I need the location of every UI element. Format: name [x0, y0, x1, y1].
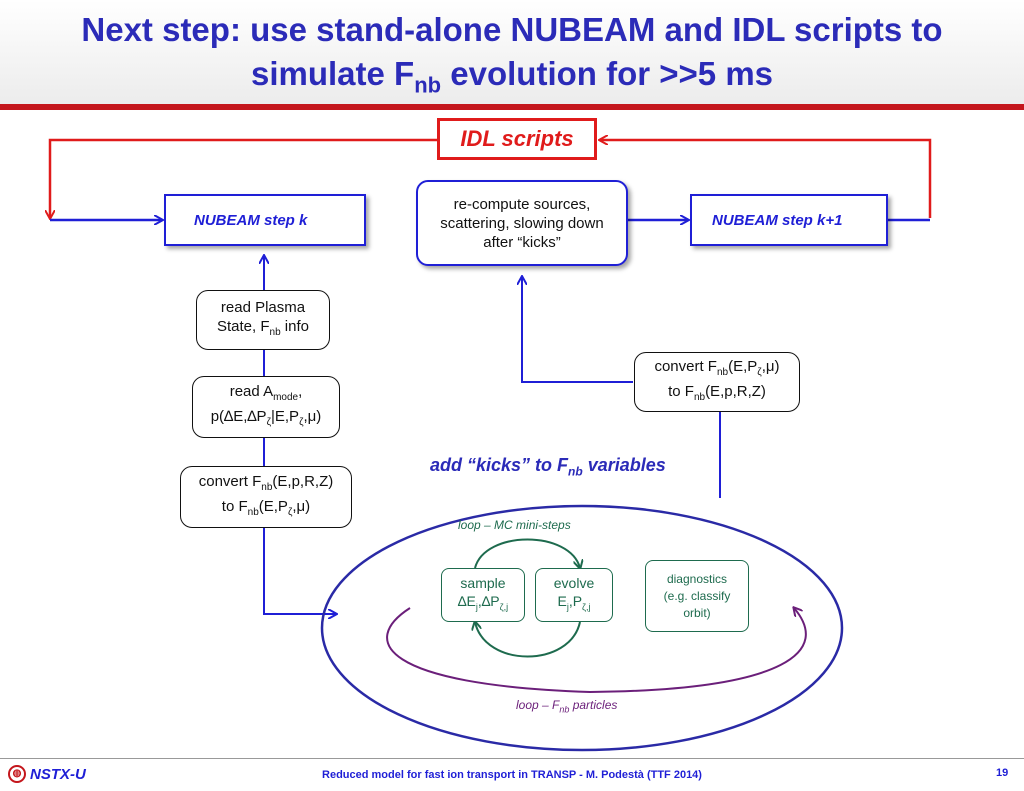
convert-right-l1-sub2: ζ [757, 367, 762, 378]
convert-right-l1-post: ,μ) [761, 358, 780, 375]
loop-particles-pre: loop – F [516, 698, 560, 712]
read-amode-line-2-sub2: ζ [299, 417, 304, 428]
convert-right-l2-sub: nb [693, 392, 706, 403]
read-amode-line-1: read Amode, [230, 382, 303, 407]
evolve-line-2-sub2: ζ,j [582, 601, 591, 612]
evolve-line-2-pre: E [557, 593, 567, 610]
idl-scripts-box: IDL scripts [437, 118, 597, 160]
convert-left-l1-post: (E,p,R,Z) [272, 473, 334, 490]
read-amode-line-2-sub1: ζ [266, 417, 271, 428]
arrow-convert-to-recompute [522, 277, 633, 383]
loop-particles-label: loop – Fnb particles [516, 698, 617, 714]
particle-loop-arc [386, 608, 807, 694]
read-amode-line-1-pre: read A [229, 383, 274, 400]
footer-citation: Reduced model for fast ion transport in … [322, 769, 702, 781]
read-amode-box: read Amode, p(∆E,∆Pζ|E,Pζ,μ) [192, 376, 340, 438]
read-amode-line-2-post: ,μ) [303, 408, 322, 425]
read-plasma-line-2-sub: nb [269, 327, 281, 338]
arrow-convert-to-loop [263, 528, 336, 614]
add-kicks-label: add “kicks” to Fnb variables [430, 455, 666, 479]
convert-right-l1-sub: nb [716, 367, 729, 378]
read-amode-line-2-pre: p(∆E,∆P [210, 408, 267, 425]
sample-line-2: ∆Ej,∆Pζ,j [458, 592, 508, 616]
recompute-line-1: re-compute sources, [453, 195, 591, 213]
mc-loop-top-arc [474, 538, 580, 569]
convert-left-l2-pre: to F [221, 498, 248, 515]
title-line-2-pre: simulate F [250, 55, 415, 92]
diagnostics-line-1: diagnostics [666, 571, 728, 586]
convert-right-box: convert Fnb(E,Pζ,μ) to Fnb(E,p,R,Z) [634, 352, 800, 412]
read-plasma-line-2-post: info [280, 318, 309, 335]
read-amode-line-1-sub: mode [273, 392, 299, 403]
convert-left-l2-sub: nb [247, 507, 259, 518]
convert-right-line-2: to Fnb(E,p,R,Z) [668, 382, 766, 407]
convert-right-l1-mid: (E,P [728, 358, 758, 375]
mc-loop-bottom-arc [475, 622, 581, 658]
convert-right-l1-pre: convert F [654, 358, 717, 375]
idl-left-arrow [50, 138, 437, 218]
convert-left-l1-sub: nb [261, 482, 273, 493]
evolve-line-2-sub1: j [566, 601, 569, 612]
sample-box: sample ∆Ej,∆Pζ,j [441, 568, 525, 622]
read-plasma-line-1: read Plasma [220, 299, 306, 316]
evolve-line-1: evolve [553, 575, 595, 592]
nubeam-step-k-label: NUBEAM step k [194, 211, 308, 229]
idl-right-arrow [600, 140, 932, 218]
convert-right-l2-post: (E,p,R,Z) [705, 383, 766, 400]
nubeam-step-k1-label: NUBEAM step k+1 [712, 211, 843, 229]
slide-title: Next step: use stand-alone NUBEAM and ID… [20, 8, 1004, 96]
nubeam-step-k-box: NUBEAM step k [164, 194, 366, 246]
diagnostics-box: diagnostics (e.g. classify orbit) [645, 560, 749, 632]
add-kicks-post: variables [582, 455, 666, 475]
read-amode-line-1-post: , [298, 383, 303, 400]
title-rule [0, 104, 1024, 110]
sample-line-2-sub2: ζ,j [499, 601, 509, 612]
nubeam-step-k1-box: NUBEAM step k+1 [690, 194, 888, 246]
title-line-2-sub: nb [414, 72, 442, 98]
title-band [0, 0, 1024, 104]
nstxu-logo-text: NSTX-U [30, 765, 86, 783]
diagnostics-line-2: (e.g. classify [663, 588, 731, 603]
sample-line-2-mid: ,∆P [477, 593, 500, 610]
sample-line-2-sub1: j [475, 601, 478, 612]
loop-mc-label: loop – MC mini-steps [458, 518, 571, 532]
convert-left-box: convert Fnb(E,p,R,Z) to Fnb(E,Pζ,μ) [180, 466, 352, 528]
title-line-1: Next step: use stand-alone NUBEAM and ID… [81, 11, 943, 48]
add-kicks-pre: add “kicks” to F [430, 455, 569, 475]
convert-left-l2-sub2: ζ [287, 507, 293, 518]
sample-line-2-pre: ∆E [457, 593, 476, 610]
title-line-2-post: evolution for >>5 ms [441, 55, 774, 92]
convert-left-l1-pre: convert F [198, 473, 262, 490]
footer-rule [0, 758, 1024, 759]
read-plasma-line-2-pre: State, F [216, 318, 270, 335]
nstxu-logo: ◍ NSTX-U [8, 765, 86, 783]
recompute-line-2: scattering, slowing down [440, 214, 604, 232]
read-amode-line-2: p(∆E,∆Pζ|E,Pζ,μ) [211, 407, 322, 432]
sample-line-1: sample [460, 575, 506, 592]
convert-left-l2-mid: (E,P [258, 498, 288, 515]
convert-right-l2-pre: to F [668, 383, 694, 400]
evolve-box: evolve Ej,Pζ,j [535, 568, 613, 622]
page-number: 19 [996, 767, 1009, 779]
loop-particles-post: particles [569, 698, 618, 712]
convert-left-line-1: convert Fnb(E,p,R,Z) [199, 472, 334, 497]
convert-left-l2-post: ,μ) [292, 498, 311, 515]
read-plasma-box: read Plasma State, Fnb info [196, 290, 330, 350]
convert-left-line-2: to Fnb(E,Pζ,μ) [222, 497, 310, 522]
loop-particles-sub: nb [559, 704, 570, 715]
recompute-line-3: after “kicks” [483, 233, 561, 251]
kicks-ellipse [320, 504, 844, 752]
convert-right-line-1: convert Fnb(E,Pζ,μ) [654, 357, 779, 382]
evolve-line-2-mid: ,P [568, 593, 583, 610]
nstxu-logo-icon: ◍ [8, 765, 26, 783]
diagnostics-line-3: orbit) [683, 605, 711, 620]
add-kicks-sub: nb [568, 464, 583, 479]
read-plasma-line-2: State, Fnb info [217, 317, 309, 342]
read-amode-line-2-mid: |E,P [270, 408, 300, 425]
evolve-line-2: Ej,Pζ,j [557, 592, 590, 616]
recompute-box: re-compute sources, scattering, slowing … [416, 180, 628, 266]
title-line-2: simulate Fnb evolution for >>5 ms [20, 52, 1004, 96]
